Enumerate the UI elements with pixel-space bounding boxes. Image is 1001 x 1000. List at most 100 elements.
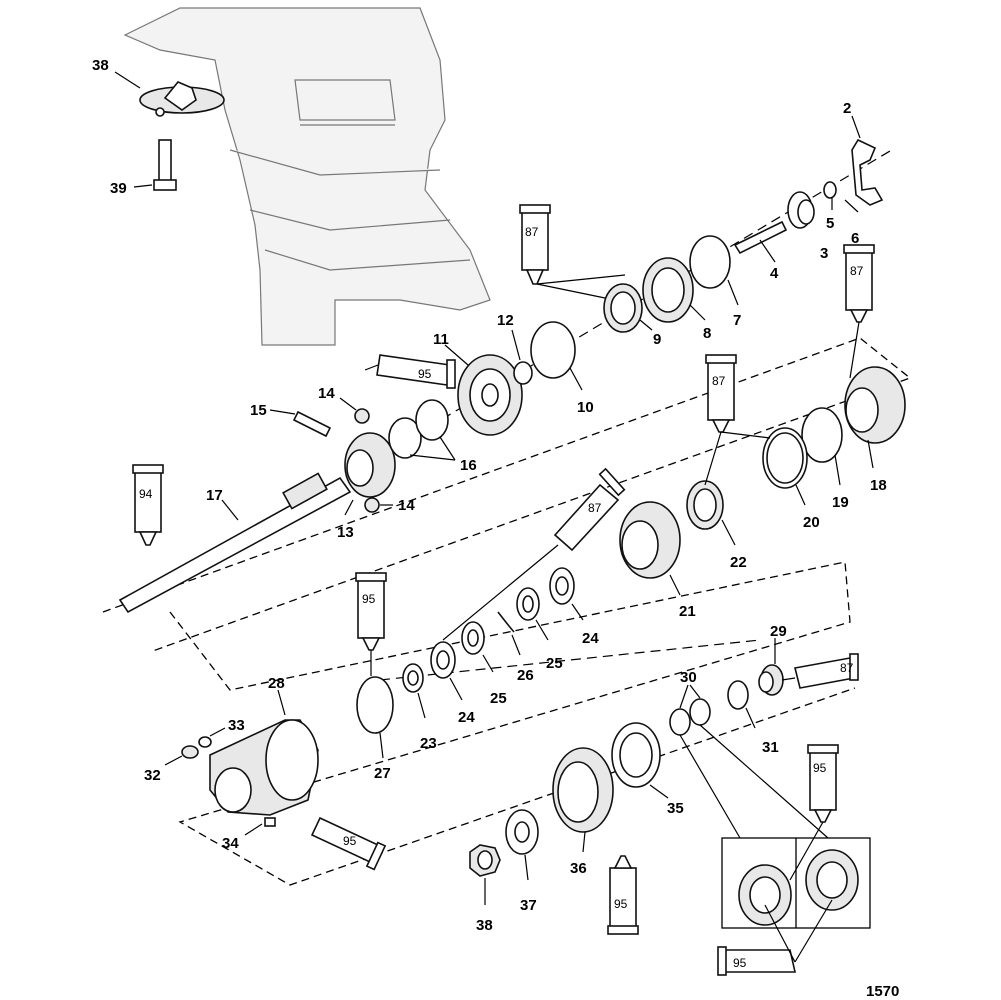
part-13[interactable]: 13 <box>337 432 396 541</box>
lube-tube-87-top: 87 <box>519 204 626 299</box>
group-box-gears <box>102 337 912 653</box>
part-28[interactable]: 28 <box>209 675 319 816</box>
svg-text:14: 14 <box>398 497 415 514</box>
part-33[interactable]: 33 <box>198 717 245 748</box>
part-6[interactable]: 6 <box>844 199 859 247</box>
part-38[interactable]: 38 <box>469 844 501 934</box>
svg-text:87: 87 <box>850 264 864 278</box>
part-5[interactable]: 5 <box>823 181 837 232</box>
lube-tube-95-mid: 95 <box>355 572 387 676</box>
svg-text:36: 36 <box>570 860 587 877</box>
part-36[interactable]: 36 <box>552 747 614 877</box>
svg-text:32: 32 <box>144 767 161 784</box>
svg-text:24: 24 <box>582 630 599 647</box>
svg-text:15: 15 <box>250 402 267 419</box>
part-35[interactable]: 35 <box>611 722 684 817</box>
svg-text:25: 25 <box>490 690 507 707</box>
part-30[interactable]: 30 <box>669 669 711 736</box>
part-18[interactable]: 18 <box>844 366 906 494</box>
svg-text:26: 26 <box>517 667 534 684</box>
svg-text:87: 87 <box>588 501 602 515</box>
svg-text:38: 38 <box>476 917 493 934</box>
part-31[interactable]: 31 <box>727 680 779 756</box>
svg-text:5: 5 <box>826 215 834 232</box>
svg-text:95: 95 <box>343 834 357 848</box>
svg-text:17: 17 <box>206 487 223 504</box>
part-39[interactable]: 38 <box>92 57 225 117</box>
gearcase-housing <box>123 7 491 346</box>
svg-text:37: 37 <box>520 897 537 914</box>
diagram-id: 1570 <box>866 983 899 1000</box>
part-25-a[interactable]: 25 <box>461 621 507 707</box>
part-21[interactable]: 21 <box>619 501 696 620</box>
part-34[interactable]: 34 <box>222 817 276 852</box>
part-14-top[interactable]: 14 <box>318 385 370 424</box>
svg-text:27: 27 <box>374 765 391 782</box>
svg-text:18: 18 <box>870 477 887 494</box>
part-15[interactable]: 15 <box>250 402 332 438</box>
svg-text:7: 7 <box>733 312 741 329</box>
part-40[interactable]: 39 <box>110 139 177 197</box>
seal-detail-box <box>679 724 871 929</box>
svg-text:33: 33 <box>228 717 245 734</box>
svg-text:9: 9 <box>653 331 661 348</box>
part-2[interactable]: 2 <box>843 100 884 206</box>
svg-text:38: 38 <box>92 57 109 74</box>
part-24-a[interactable]: 24 <box>430 641 475 726</box>
part-16[interactable]: 16 <box>388 399 477 474</box>
part-8[interactable]: 8 <box>642 257 711 342</box>
part-3[interactable]: 3 <box>787 191 828 262</box>
svg-text:22: 22 <box>730 554 747 571</box>
svg-text:24: 24 <box>458 709 475 726</box>
part-25-b[interactable]: 25 <box>516 587 563 672</box>
svg-text:30: 30 <box>680 669 697 686</box>
lube-tube-87-mid: 87 <box>704 354 771 486</box>
svg-text:35: 35 <box>667 800 684 817</box>
part-26[interactable]: 26 <box>497 611 534 684</box>
svg-text:20: 20 <box>803 514 820 531</box>
part-4[interactable]: 4 <box>733 220 788 282</box>
svg-text:14: 14 <box>318 385 335 402</box>
part-14-bottom[interactable]: 14 <box>364 497 415 514</box>
part-32[interactable]: 32 <box>144 745 199 784</box>
svg-text:16: 16 <box>460 457 477 474</box>
part-19[interactable]: 19 <box>801 407 849 511</box>
svg-text:8: 8 <box>703 325 711 342</box>
svg-text:94: 94 <box>139 487 153 501</box>
part-23[interactable]: 23 <box>402 663 437 752</box>
part-22[interactable]: 22 <box>686 480 747 571</box>
part-12[interactable]: 12 <box>497 312 533 385</box>
svg-text:87: 87 <box>712 374 726 388</box>
part-37[interactable]: 37 <box>505 809 539 914</box>
part-7[interactable]: 7 <box>689 235 741 329</box>
lube-tube-87-low: 87 <box>781 653 859 689</box>
lube-tube-95-top: 95 <box>364 354 456 389</box>
svg-text:95: 95 <box>418 367 432 381</box>
svg-text:23: 23 <box>420 735 437 752</box>
svg-text:21: 21 <box>679 603 696 620</box>
svg-text:95: 95 <box>813 761 827 775</box>
part-20[interactable]: 20 <box>762 427 820 531</box>
group-box-carrier <box>169 561 856 886</box>
part-24-b[interactable]: 24 <box>549 567 599 647</box>
svg-text:95: 95 <box>362 592 376 606</box>
part-9[interactable]: 9 <box>603 283 661 348</box>
part-11[interactable]: 11 <box>433 331 523 436</box>
svg-text:31: 31 <box>762 739 779 756</box>
svg-text:11: 11 <box>433 331 449 348</box>
lube-tube-95-right: 95 <box>789 744 839 881</box>
lube-tube-87-right: 87 <box>843 244 875 379</box>
part-29[interactable]: 29 <box>758 623 787 696</box>
part-17[interactable]: 17 <box>118 472 352 614</box>
svg-text:25: 25 <box>546 655 563 672</box>
part-27[interactable]: 27 <box>356 676 394 782</box>
lube-tube-95-bottom: 95 <box>607 855 639 935</box>
svg-text:12: 12 <box>497 312 514 329</box>
svg-text:87: 87 <box>525 225 539 239</box>
part-10[interactable]: 10 <box>530 321 594 416</box>
svg-text:95: 95 <box>733 956 747 970</box>
svg-text:19: 19 <box>832 494 849 511</box>
svg-text:28: 28 <box>268 675 285 692</box>
svg-text:4: 4 <box>770 265 779 282</box>
